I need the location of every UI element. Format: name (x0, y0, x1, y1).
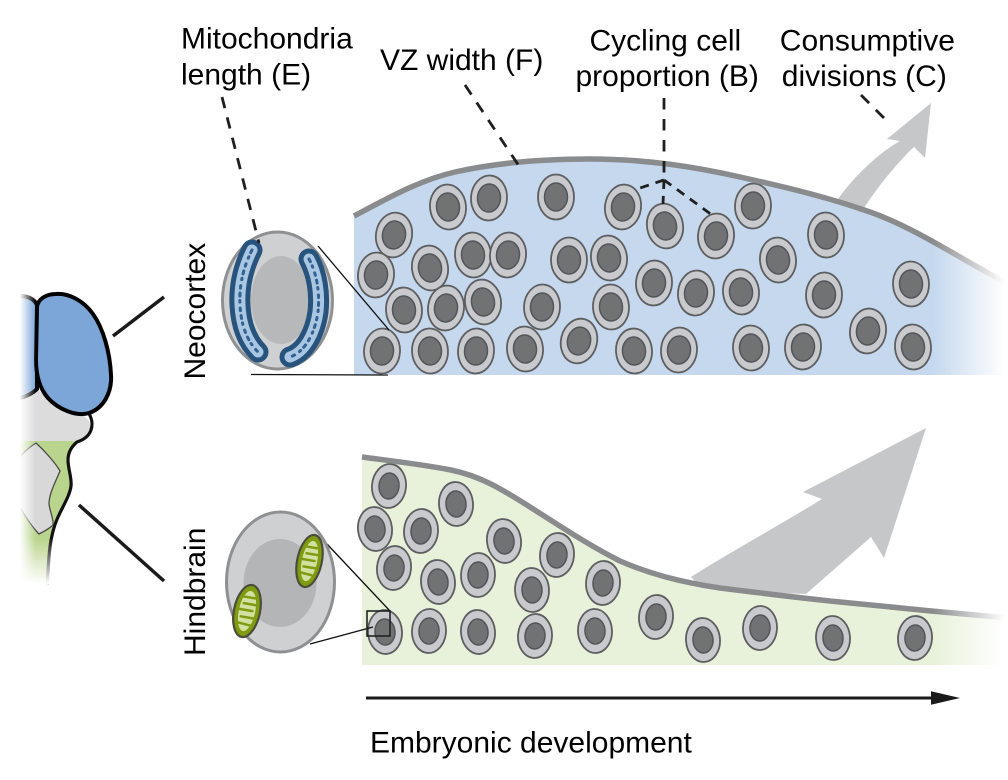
svg-text:proportion (B): proportion (B) (576, 60, 759, 93)
svg-text:Consumptive: Consumptive (780, 25, 955, 58)
svg-text:Embryonic development: Embryonic development (370, 727, 692, 760)
svg-text:Mitochondria: Mitochondria (181, 23, 353, 56)
svg-text:Cycling cell: Cycling cell (590, 25, 742, 58)
svg-text:VZ width (F): VZ width (F) (380, 44, 543, 77)
svg-text:divisions (C): divisions (C) (782, 60, 947, 93)
svg-text:length (E): length (E) (181, 59, 311, 92)
svg-text:Neocortex: Neocortex (179, 243, 212, 380)
svg-text:Hindbrain: Hindbrain (179, 528, 212, 656)
